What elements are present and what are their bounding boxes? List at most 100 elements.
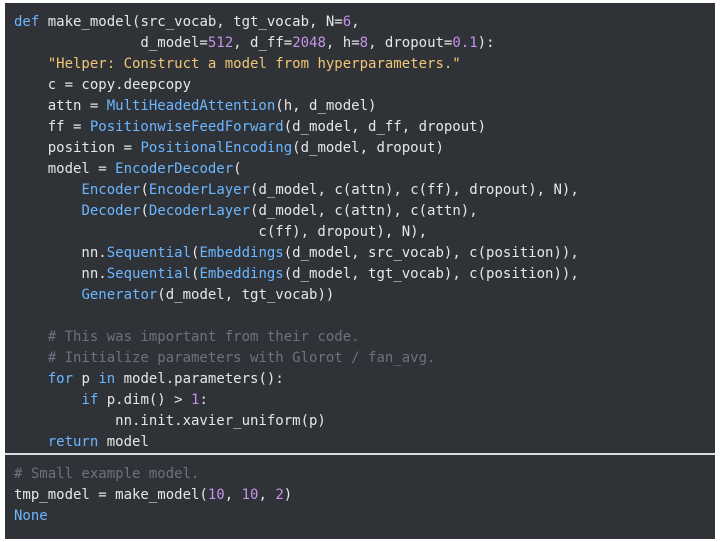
code-token: c(ff), dropout), N),	[14, 224, 428, 240]
code-token: EncoderDecoder	[115, 161, 234, 177]
code-token: (	[233, 161, 242, 177]
output-token: 10	[207, 487, 225, 503]
code-token: def	[14, 14, 40, 30]
output-token: 2	[275, 487, 284, 503]
code-token: (d_model, c(attn), c(attn),	[250, 203, 478, 219]
code-token: 0.1	[452, 35, 478, 51]
code-token	[14, 56, 48, 72]
code-token: Encoder	[81, 182, 141, 198]
code-line: model = EncoderDecoder(	[14, 159, 715, 180]
code-line: for p in model.parameters():	[14, 369, 715, 390]
output-token: None	[14, 508, 48, 524]
code-token	[14, 182, 81, 198]
code-token: if	[81, 392, 99, 408]
code-token: # Initialize parameters with Glorot / fa…	[47, 350, 436, 366]
code-token: ff =	[14, 119, 90, 135]
code-line: # This was important from their code.	[14, 327, 715, 348]
code-token: PositionwiseFeedForward	[89, 119, 284, 135]
output-token: )	[283, 487, 293, 503]
code-token	[14, 434, 48, 450]
code-token: Embeddings	[199, 266, 284, 282]
code-token: Decoder	[81, 203, 141, 219]
code-token: p	[73, 371, 99, 387]
code-line: if p.dim() > 1:	[14, 390, 715, 411]
code-token: # This was important from their code.	[47, 329, 360, 345]
code-token: nn.	[14, 266, 107, 282]
code-token: attn =	[14, 98, 107, 114]
code-token	[14, 350, 48, 366]
output-cell[interactable]: # Small example model. tmp_model = make_m…	[5, 455, 715, 539]
code-token: d_model=	[14, 35, 208, 51]
output-line: tmp_model = make_model(10, 10, 2)	[14, 485, 715, 506]
code-token: (d_model, dropout)	[292, 140, 444, 156]
code-token: 2048	[292, 35, 326, 51]
code-token: ,	[351, 14, 360, 30]
code-line: "Helper: Construct a model from hyperpar…	[14, 54, 715, 75]
code-token: , d_ff=	[233, 35, 293, 51]
code-token: "Helper: Construct a model from hyperpar…	[47, 56, 461, 72]
code-token	[14, 203, 81, 219]
code-token: nn.	[14, 245, 107, 261]
code-token: (	[140, 182, 149, 198]
code-line	[14, 306, 715, 327]
code-token: EncoderLayer	[148, 182, 251, 198]
code-token: MultiHeadedAttention	[106, 98, 276, 114]
code-token: position =	[14, 140, 141, 156]
code-token: , h=	[325, 35, 360, 51]
code-token: (d_model, d_ff, dropout)	[283, 119, 487, 135]
code-token: (d_model, tgt_vocab))	[157, 287, 335, 303]
code-line: nn.Sequential(Embeddings(d_model, src_vo…	[14, 243, 715, 264]
code-token: make_model(src_vocab, tgt_vocab, N=	[39, 14, 343, 30]
code-token: (	[140, 203, 149, 219]
code-token: Generator	[81, 287, 158, 303]
code-token: model	[98, 434, 149, 450]
code-token: Sequential	[106, 266, 192, 282]
code-line: nn.Sequential(Embeddings(d_model, tgt_vo…	[14, 264, 715, 285]
code-token	[14, 371, 48, 387]
code-line: c(ff), dropout), N),	[14, 222, 715, 243]
code-token: model =	[14, 161, 116, 177]
code-line: nn.init.xavier_uniform(p)	[14, 411, 715, 432]
code-cell[interactable]: def make_model(src_vocab, tgt_vocab, N=6…	[5, 3, 715, 453]
code-line: position = PositionalEncoding(d_model, d…	[14, 138, 715, 159]
code-token: (d_model, src_vocab), c(position)),	[283, 245, 579, 261]
code-line: Encoder(EncoderLayer(d_model, c(attn), c…	[14, 180, 715, 201]
code-token: (	[191, 245, 200, 261]
code-token	[14, 329, 48, 345]
code-line: # Initialize parameters with Glorot / fa…	[14, 348, 715, 369]
output-line: # Small example model.	[14, 464, 715, 485]
code-line: Generator(d_model, tgt_vocab))	[14, 285, 715, 306]
code-token: nn.init.xavier_uniform(p)	[14, 413, 326, 429]
output-line: None	[14, 506, 715, 527]
code-token: 6	[342, 14, 352, 30]
code-token: 1	[191, 392, 200, 408]
output-token: # Small example model.	[14, 466, 200, 482]
output-token: tmp_model = make_model(	[14, 487, 208, 503]
code-token: p.dim() >	[98, 392, 192, 408]
code-token	[14, 287, 81, 303]
output-token: ,	[224, 487, 242, 503]
notebook-frame: def make_model(src_vocab, tgt_vocab, N=6…	[5, 3, 715, 539]
code-token: 512	[207, 35, 234, 51]
code-token: , dropout=	[368, 35, 453, 51]
code-token: Sequential	[106, 245, 192, 261]
code-token: (h, d_model)	[275, 98, 377, 114]
code-line: c = copy.deepcopy	[14, 75, 715, 96]
code-line: attn = MultiHeadedAttention(h, d_model)	[14, 96, 715, 117]
code-token: (	[191, 266, 200, 282]
code-token: in	[98, 371, 116, 387]
code-token: DecoderLayer	[148, 203, 251, 219]
code-line: def make_model(src_vocab, tgt_vocab, N=6…	[14, 12, 715, 33]
code-token: return	[47, 434, 99, 450]
code-line: return model	[14, 432, 715, 453]
code-token	[14, 392, 81, 408]
code-token: (d_model, c(attn), c(ff), dropout), N),	[250, 182, 579, 198]
code-token: for	[47, 371, 74, 387]
code-line: Decoder(DecoderLayer(d_model, c(attn), c…	[14, 201, 715, 222]
code-token: :	[199, 392, 208, 408]
code-token: PositionalEncoding	[140, 140, 293, 156]
code-token: (d_model, tgt_vocab), c(position)),	[283, 266, 579, 282]
code-token: c = copy.deepcopy	[14, 77, 192, 93]
cell-divider	[5, 453, 715, 455]
code-line: ff = PositionwiseFeedForward(d_model, d_…	[14, 117, 715, 138]
